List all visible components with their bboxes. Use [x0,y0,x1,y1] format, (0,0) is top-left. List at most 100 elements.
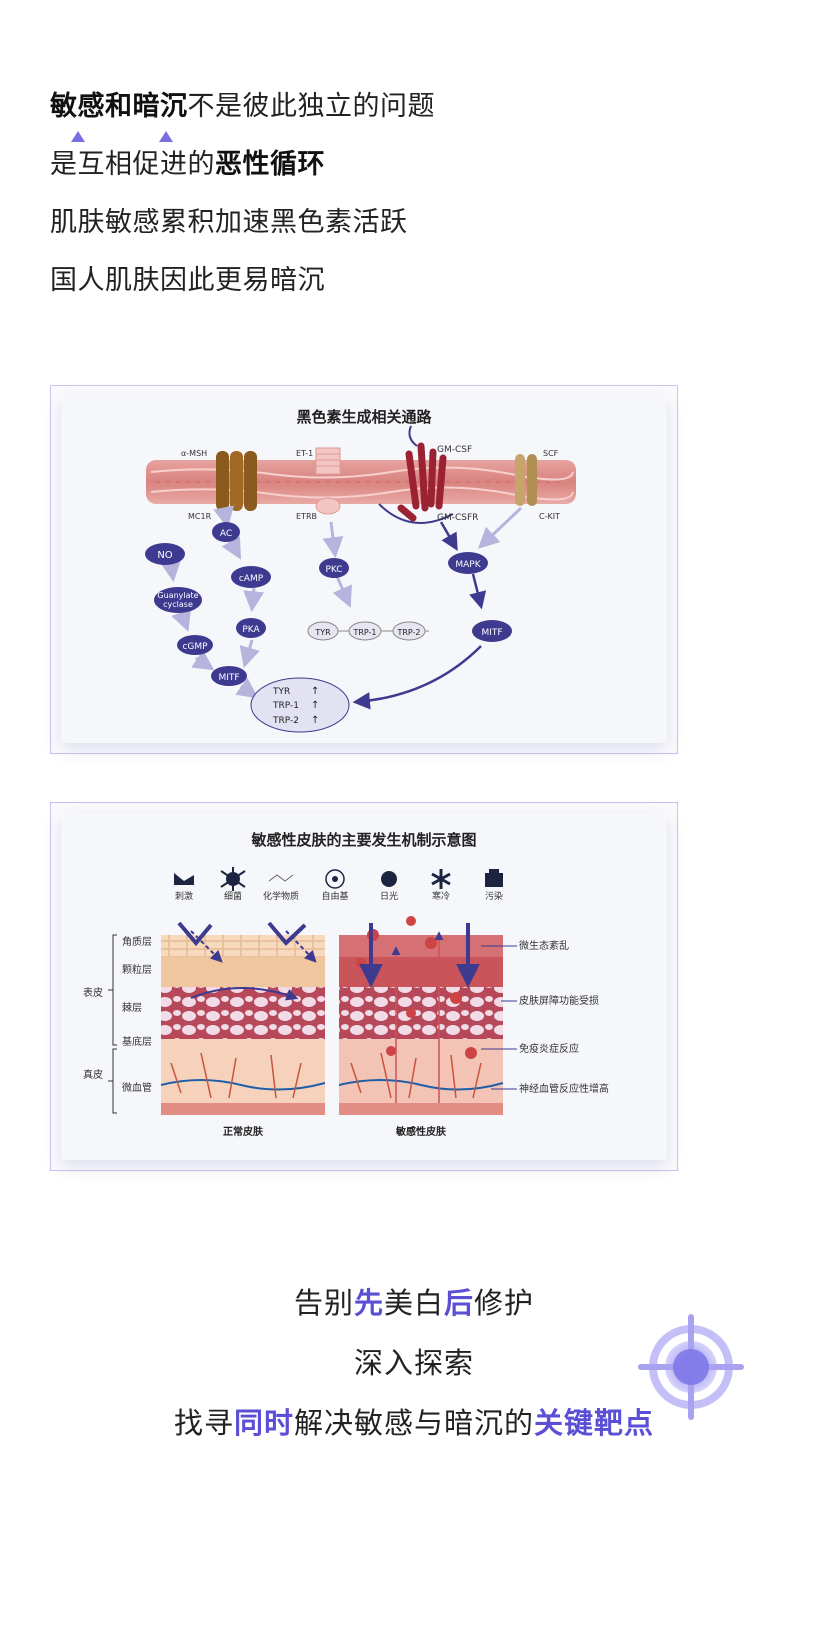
intro-line-1: 敏感和暗沉不是彼此独立的问题 [50,90,750,124]
signal-arrows-dark [352,521,487,710]
annotation-immune-inflammation: 免疫炎症反应 [519,1042,579,1055]
svg-text:TRP-1: TRP-1 [352,628,376,637]
svg-text:PKA: PKA [242,625,260,635]
annotation-neurovascular: 神经血管反应性增高 [519,1082,609,1095]
intro-highlight-vicious-cycle: 恶性循环 [215,149,325,180]
node-mitf-left: MITF [211,666,247,686]
skin-panel: 敏感性皮肤的主要发生机制示意图 刺激 细菌 化 [50,802,678,1171]
label-amsh: α-MSH [181,449,207,458]
node-cgmp: cGMP [177,635,213,655]
stimulus-icon: 刺激 [174,873,194,902]
outro-line-3: 找寻同时解决敏感与暗沉的关键靶点 [173,1406,655,1440]
label-gmcsfr: GM-CSFR [437,513,478,523]
intro-line-3: 肌肤敏感累积加速黑色素活跃 [50,207,408,238]
node-mapk: MAPK [448,552,488,574]
node-tyr-chain: TYR TRP-1 TRP-2 [307,621,429,641]
pathway-diagram: α-MSH MC1R ET-1 ETRB GM-CSF GM-CSFR SCF … [145,425,576,733]
label-et1: ET-1 [296,449,313,458]
intro-highlight-sensitive-dull: 敏感和暗沉 [50,91,188,122]
normal-skin-block [160,921,326,1115]
target-icon [638,1314,744,1420]
layer-stratum-corneum: 角质层 [122,936,152,948]
svg-text:TYR: TYR [272,687,290,697]
pathway-panel: 黑色素生成相关通路 [50,385,678,754]
group-dermis: 真皮 [83,1068,103,1081]
node-camp: cAMP [231,566,271,588]
svg-text:MITF: MITF [481,628,502,638]
label-etrb: ETRB [296,512,317,521]
layer-microvessel: 微血管 [122,1081,152,1094]
sensitive-skin-block [338,916,504,1115]
up-arrow-icon: ↑ [311,715,319,726]
svg-text:自由基: 自由基 [321,890,348,902]
node-pkc: PKC [319,558,349,578]
node-no: NO [145,543,185,565]
skin-card: 敏感性皮肤的主要发生机制示意图 刺激 细菌 化 [61,813,667,1160]
layer-basal: 基底层 [122,1035,152,1048]
label-ckit: C-KIT [539,512,560,521]
layer-granular: 颗粒层 [122,963,152,976]
layer-labels: 角质层 颗粒层 棘层 基底层 微血管 表皮 真皮 [83,936,152,1094]
bacteria-icon: 细菌 [220,867,246,902]
node-pka: PKA [236,618,266,638]
svg-text:刺激: 刺激 [175,890,193,902]
svg-text:污染: 污染 [485,890,503,902]
free-radical-icon: 自由基 [321,869,349,902]
svg-text:细菌: 细菌 [224,890,242,902]
intro-line-4: 国人肌肤因此更易暗沉 [50,265,325,296]
etrb-receptor [315,447,341,515]
svg-text:日光: 日光 [380,890,398,902]
up-arrow-icon: ↑ [311,686,319,697]
intro-line-2: 是互相促进的恶性循环 [50,148,750,182]
label-gmcsf: GM-CSF [437,445,472,455]
cold-icon: 寒冷 [431,869,451,902]
svg-text:NO: NO [157,550,172,561]
svg-text:Guanylate: Guanylate [157,591,198,600]
sun-icon: 日光 [380,871,398,902]
svg-text:寒冷: 寒冷 [432,890,450,902]
node-mitf-right: MITF [472,620,512,642]
caption-sensitive-skin: 敏感性皮肤 [395,1125,447,1138]
node-ac: AC [212,522,240,542]
outro-line-2: 深入探索 [353,1346,474,1380]
triangle-marker-icon [71,131,85,142]
label-mc1r: MC1R [188,512,212,521]
outro-line-1: 告别先美白后修护 [293,1286,535,1320]
annotations: 微生态紊乱 皮肤屏障功能受损 免疫炎症反应 神经血管反应性增高 [481,939,609,1095]
svg-text:AC: AC [220,529,232,539]
svg-text:TRP-1: TRP-1 [272,701,299,711]
chemical-icon: 化学物质 [263,874,299,902]
svg-text:TYR: TYR [314,628,331,637]
annotation-barrier-damage: 皮肤屏障功能受损 [519,994,599,1007]
output-enzymes: TYR TRP-1 TRP-2 ↑ ↑ ↑ [250,677,350,733]
svg-text:TRP-2: TRP-2 [396,628,420,637]
svg-text:化学物质: 化学物质 [263,890,299,902]
bracket-dermis [108,1048,117,1114]
svg-text:cyclase: cyclase [163,600,193,609]
svg-text:cGMP: cGMP [182,642,208,652]
intro-line-2-rest: 是互相促进的 [50,149,215,180]
svg-text:MITF: MITF [218,673,239,683]
group-epidermis: 表皮 [83,986,103,999]
annotation-microbiome-disorder: 微生态紊乱 [519,939,569,952]
ckit-receptor [515,454,537,506]
triangle-marker-icon [159,131,173,142]
intro-line-1-rest: 不是彼此独立的问题 [187,91,435,122]
label-scf: SCF [543,449,559,458]
cell-membrane [146,460,576,504]
signal-arrows-light [160,505,523,699]
intro-text: 敏感和暗沉不是彼此独立的问题 是互相促进的恶性循环 肌肤敏感累积加速黑色素活跃 … [50,90,750,322]
pollution-icon: 污染 [485,869,503,902]
pathway-title: 黑色素生成相关通路 [296,408,432,426]
pathway-card: 黑色素生成相关通路 [61,396,667,743]
svg-text:cAMP: cAMP [239,574,264,584]
svg-text:PKC: PKC [325,565,342,575]
up-arrow-icon: ↑ [311,700,319,711]
bracket-epidermis [108,934,117,1046]
mc1r-receptor [216,451,257,511]
skin-title: 敏感性皮肤的主要发生机制示意图 [251,831,477,849]
layer-spinous: 棘层 [122,1002,142,1014]
icons-row: 刺激 细菌 化学物质 自由基 日光 寒冷 污染 [174,867,503,902]
svg-text:MAPK: MAPK [455,560,481,570]
